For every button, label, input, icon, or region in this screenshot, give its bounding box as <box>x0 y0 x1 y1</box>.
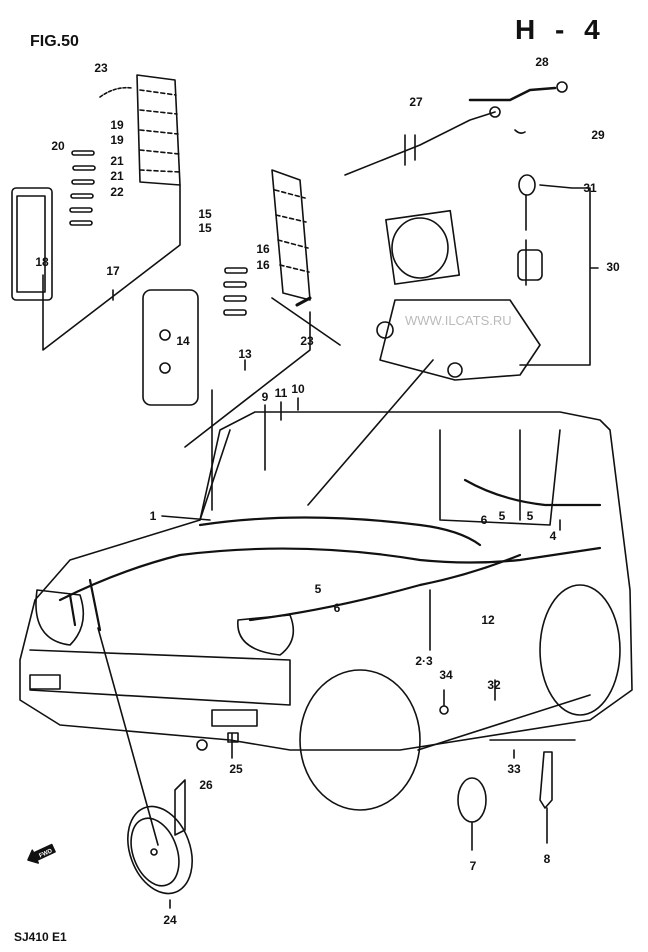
callout-label: 33 <box>507 762 521 776</box>
callout-label: 19 <box>110 118 124 132</box>
callout-label: 34 <box>439 668 453 682</box>
callout-label: 29 <box>591 128 605 142</box>
callout-label: 15 <box>198 207 212 221</box>
callout-label: 5 <box>314 582 322 596</box>
wiring-harness <box>58 478 602 632</box>
callout-label: 23 <box>300 334 314 348</box>
fuse-box-cover-18 <box>11 187 53 301</box>
callout-label: 32 <box>487 678 501 692</box>
svg-text:FWD: FWD <box>38 848 54 859</box>
vehicle-body <box>19 389 633 811</box>
relay-box-13 <box>142 169 341 448</box>
sheet-code: H - 4 <box>515 14 606 45</box>
callout-label: 11 <box>274 386 288 400</box>
fwd-arrow-icon: FWD <box>27 843 56 864</box>
radio-set-30 <box>344 81 599 381</box>
callout-label: 7 <box>469 859 477 873</box>
callout-label: 16 <box>256 242 270 256</box>
leader-line-radio <box>307 359 434 506</box>
callout-label: 23 <box>94 61 108 75</box>
callout-label: 6 <box>333 601 341 615</box>
callout-label: 24 <box>163 913 177 927</box>
callout-label: 12 <box>481 613 495 627</box>
callout-label: 18 <box>35 255 49 269</box>
callout-label: 10 <box>291 382 305 396</box>
callout-label: 15 <box>198 221 212 235</box>
callout-label: 13 <box>238 347 252 361</box>
callout-label: 26 <box>199 778 213 792</box>
callout-label: 31 <box>583 181 597 195</box>
callout-label: 4 <box>549 529 557 543</box>
callout-label: 20 <box>51 139 65 153</box>
watermark: WWW.ILCATS.RU <box>405 313 512 328</box>
callout-label: 9 <box>261 390 269 404</box>
model-code: SJ410 E1 <box>14 930 67 944</box>
callout-label: 22 <box>110 185 124 199</box>
callout-label: 1 <box>149 509 157 523</box>
callout-label: 21 <box>110 169 124 183</box>
callout-label: 5 <box>526 509 534 523</box>
callout-label: 19 <box>110 133 124 147</box>
horn-24 <box>97 627 193 909</box>
callout-label: 27 <box>409 95 423 109</box>
callout-label: 2·3 <box>415 654 433 668</box>
callout-label: 5 <box>498 509 506 523</box>
callout-label: 14 <box>176 334 190 348</box>
leader-lines-17 <box>42 184 181 351</box>
figure-label: FIG.50 <box>30 33 79 50</box>
callout-label: 30 <box>606 260 620 274</box>
callout-label: 8 <box>543 852 551 866</box>
callout-label: 16 <box>256 258 270 272</box>
callout-label: 17 <box>106 264 120 278</box>
callout-label: 21 <box>110 154 124 168</box>
fuses-19-22 <box>69 150 96 226</box>
callout-label: 25 <box>229 762 243 776</box>
small-parts <box>161 397 591 851</box>
callout-label: 6 <box>480 513 488 527</box>
callout-label: 28 <box>535 55 549 69</box>
